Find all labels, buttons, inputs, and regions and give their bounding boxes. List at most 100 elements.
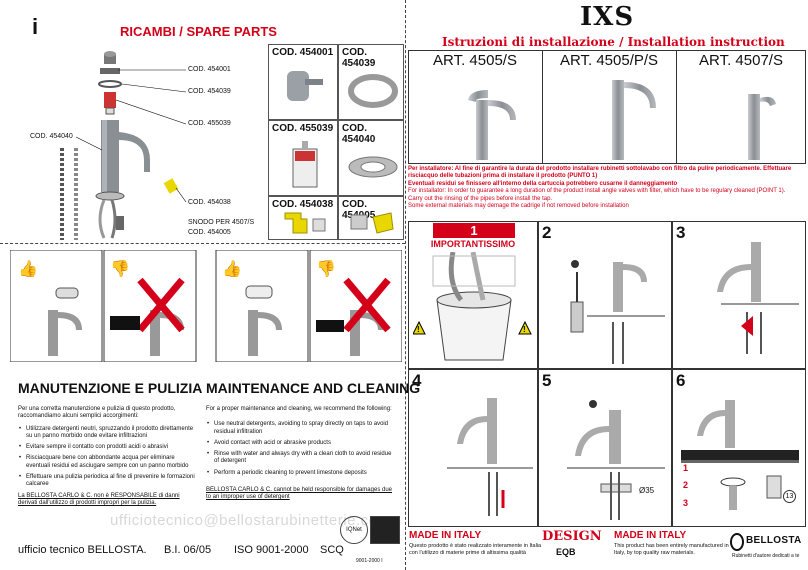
spare-parts-title: RICAMBI / SPARE PARTS	[120, 24, 277, 39]
made-in-italy-it: MADE IN ITALY	[409, 530, 482, 541]
made-in-italy-it-text: Questo prodotto è stato realizzato inter…	[409, 543, 542, 556]
part-cell-454040: COD. 454040	[338, 120, 404, 196]
article-4505-p-s: ART. 4505/P/S	[559, 52, 659, 69]
en-bullet: Use neutral detergents, avoiding to spra…	[207, 421, 396, 436]
important-label: IMPORTANTISSIMO	[430, 239, 516, 249]
it-bullet: Utilizzare detergenti neutri, spruzzando…	[19, 426, 198, 441]
watermark-email: ufficiotecnico@bellostarubinetterie.com	[110, 512, 391, 529]
step-5-number: 5	[542, 371, 552, 390]
en-bullet: Perform a periodic cleaning to prevent l…	[207, 470, 396, 478]
maintenance-it-title: MANUTENZIONE E PULIZIA	[18, 380, 203, 396]
step-3-panel: 3	[672, 221, 806, 369]
it-disclaimer: La BELLOSTA CARLO & C. non è RESPONSABIL…	[18, 492, 180, 506]
maintenance-en-title: MAINTENANCE AND CLEANING	[206, 380, 421, 396]
part-code: COD. 454038	[272, 199, 334, 210]
part-cell-454005: COD. 454005	[338, 196, 404, 240]
it-bullet: Effettuare una pulizia periodica al fine…	[19, 474, 198, 489]
article-divider	[676, 50, 677, 164]
svg-text:👍: 👍	[222, 259, 242, 278]
article-divider	[542, 50, 543, 164]
yellow-key-part-image	[284, 212, 326, 234]
bucket-rinse-image: ! !	[413, 252, 532, 361]
article-4507-s: ART. 4507/S	[699, 52, 783, 69]
step-2-image	[570, 260, 665, 364]
maintenance-it-text: Per una corretta manutenzione e pulizia …	[18, 406, 198, 507]
bellosta-logo: BELLOSTA Rubinetti d'autore dedicati a t…	[730, 531, 804, 563]
design-label: DESIGN	[542, 529, 602, 544]
installation-title: Istruzioni di installazione / Installati…	[442, 35, 785, 49]
svg-text:👍: 👍	[18, 259, 38, 278]
en-intro: For a proper maintenance and cleaning, w…	[206, 406, 392, 412]
it-bullet: Evitare sempre il contatto con prodotti …	[19, 444, 198, 452]
iqnet-label: IQNet	[346, 527, 362, 533]
callout-454039: COD. 454039	[188, 88, 231, 95]
step-6-label-1: 1	[683, 463, 689, 473]
en-bullet: Avoid contact with acid or abrasive prod…	[207, 440, 396, 448]
part-code: COD. 454039	[342, 47, 376, 69]
step-1-panel: 1 IMPORTANTISSIMO ! !	[408, 221, 538, 369]
article-4505-s: ART. 4505/S	[433, 52, 517, 69]
step-6-image	[681, 400, 799, 510]
callout-454040: COD. 454040	[30, 133, 73, 140]
en-disclaimer: BELLOSTA CARLO & C. cannot be held respo…	[206, 487, 392, 501]
svg-text:👎: 👎	[110, 260, 130, 278]
callout-454005: COD. 454005	[188, 229, 231, 236]
part-code: COD. 455039	[272, 123, 334, 134]
step-2-number: 2	[542, 223, 552, 242]
footer-office: ufficio tecnico BELLOSTA.	[18, 544, 147, 556]
maintenance-pictograms: 👍 👎 👍 👎	[10, 250, 402, 362]
washer-part-image	[348, 156, 398, 178]
step-1-number: 1	[433, 223, 515, 238]
part-cell-454038: COD. 454038	[268, 196, 338, 240]
made-in-italy-en: MADE IN ITALY	[614, 530, 687, 541]
exploded-faucet-diagram	[60, 51, 187, 240]
step-6-number: 6	[676, 371, 686, 390]
step-4-image	[447, 398, 533, 516]
step-2-panel: 2	[538, 221, 672, 369]
made-in-italy-en-text: This product has been entirely manufactu…	[614, 543, 729, 556]
it-bullet: Risciacquare bene con abbondante acqua p…	[19, 455, 198, 470]
callout-snodo: SNODO PER 4507/S	[188, 219, 255, 226]
it-intro: Per una corretta manutenzione e pulizia …	[18, 406, 176, 420]
ring-part-image	[348, 74, 398, 108]
bellosta-logo-mark	[730, 533, 744, 551]
design-signature: EQB	[556, 547, 576, 557]
step-6-label-2: 2	[683, 480, 689, 490]
svg-text:👎: 👎	[316, 260, 336, 278]
part-cell-455039: COD. 455039	[268, 120, 338, 196]
installer-warning: Per installatore: Al fine di garantire l…	[408, 166, 804, 210]
warning-en-1: For installator: In order to guarantee a…	[408, 188, 786, 195]
callout-455039: COD. 455039	[188, 120, 231, 127]
sgs-badge	[370, 516, 400, 544]
part-code: COD. 454001	[272, 47, 334, 58]
bellosta-logo-text: BELLOSTA	[746, 535, 802, 546]
bellosta-tagline: Rubinetti d'autore dedicati a te	[732, 553, 800, 559]
step-4-number: 4	[412, 371, 422, 390]
aerator-part-image	[350, 212, 394, 234]
part-cell-454039: COD. 454039	[338, 44, 404, 120]
cartridge-part-image	[292, 141, 318, 188]
brand-logo: IXS	[580, 2, 635, 32]
step-5-panel: 5 Ø35	[538, 369, 672, 527]
part-cell-454001: COD. 454001	[268, 44, 338, 120]
fold-line	[405, 0, 406, 570]
iqnet-badge: IQNet	[340, 516, 368, 544]
warning-en-3: Some external materials may demage the c…	[408, 203, 629, 210]
step-5-image	[567, 400, 665, 520]
warning-it-2: Eventuali residui se finissero all'inter…	[408, 180, 678, 187]
article-faucet-images	[468, 80, 776, 160]
step-6-label-13: 13	[783, 490, 796, 503]
step-3-number: 3	[676, 223, 686, 242]
warning-en-2: Carry out the rinsing of the pipes befor…	[408, 195, 553, 202]
diameter-label: Ø35	[639, 486, 655, 495]
en-bullet: Rinse with water and always dry with a c…	[207, 451, 396, 466]
step-3-image	[717, 242, 799, 354]
handle-part-image	[287, 71, 323, 101]
left-divider	[0, 243, 405, 244]
footer-scq: SCQ	[320, 544, 344, 556]
maintenance-en-text: For a proper maintenance and cleaning, w…	[206, 406, 396, 502]
warning-it-bold: Per installatore: Al fine di garantire l…	[408, 166, 792, 180]
step-4-panel: 4	[408, 369, 538, 527]
step-6-label-3: 3	[683, 498, 689, 508]
svg-text:!: !	[417, 325, 420, 334]
